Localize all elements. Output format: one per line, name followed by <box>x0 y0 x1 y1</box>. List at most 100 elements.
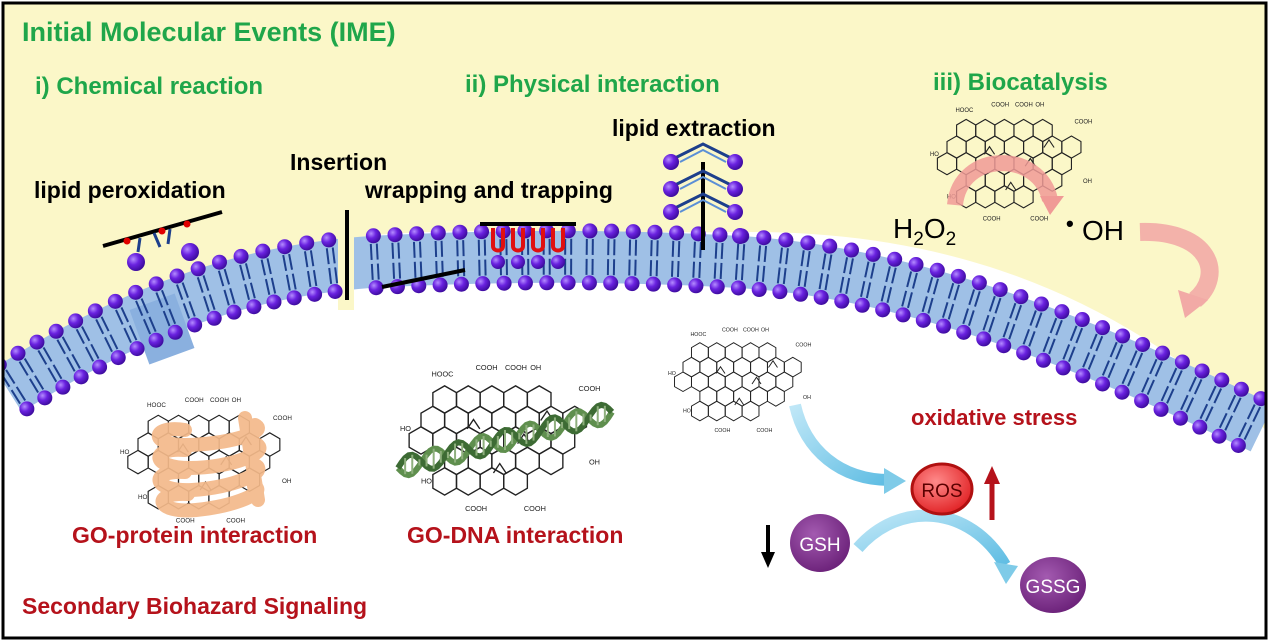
membrane-defect <box>129 293 195 365</box>
go-ring <box>741 400 760 422</box>
label-lipid-extraction: lipid extraction <box>612 115 776 141</box>
lipid-pair <box>1192 372 1230 435</box>
label-go-protein: GO-protein interaction <box>72 522 317 548</box>
ros-up-arrowhead <box>984 466 1000 484</box>
go-group-label: COOH <box>505 363 527 372</box>
lipid-pair <box>956 275 987 340</box>
label-oxidative-stress: oxidative stress <box>911 405 1077 430</box>
lipid-pair <box>233 248 262 315</box>
go-ring <box>503 466 529 496</box>
lipid-pair <box>1134 345 1171 409</box>
go-group-label: COOH <box>185 397 204 404</box>
go-group-label: COOH <box>1030 217 1048 223</box>
lipid-pair <box>709 227 728 295</box>
gssg-label: GSSG <box>1026 577 1081 598</box>
title: Initial Molecular Events (IME) <box>22 17 396 47</box>
lipid-pair <box>1035 304 1070 368</box>
lipid-pair <box>68 313 108 375</box>
lipid-pair <box>560 223 576 291</box>
go-group-label: COOH <box>757 428 773 434</box>
lipid-pair <box>645 224 663 292</box>
go-group-label: HO <box>668 371 676 377</box>
go-group-label: HOOC <box>147 402 166 409</box>
gsh-down-arrowhead <box>761 552 775 568</box>
lipid-pair <box>128 284 164 348</box>
gsh-to-gssg-arrowhead <box>994 562 1018 584</box>
lipid-pair <box>430 225 448 293</box>
extracted-lipid <box>663 169 743 197</box>
extracted-head <box>732 228 748 244</box>
lipid-pair <box>624 224 641 292</box>
lipid-pair <box>813 238 838 305</box>
lipid-pair <box>772 232 794 300</box>
lipid-pair <box>1172 363 1210 426</box>
lipid-pair <box>409 226 427 294</box>
go-to-ros-arrowhead <box>884 468 906 494</box>
lipid-pair <box>474 224 491 292</box>
lipid-pair <box>107 293 145 357</box>
oh-arrowhead <box>1178 290 1208 318</box>
go-group-label: HO <box>930 152 939 158</box>
extracted-lipid <box>663 192 743 220</box>
go-group-label: COOH <box>796 343 812 349</box>
footer-label: Secondary Biohazard Signaling <box>22 593 367 619</box>
go-group-label: HO <box>683 409 691 415</box>
go-group-label: COOH <box>1075 120 1093 126</box>
upper-background <box>3 3 1266 430</box>
dna-helix <box>395 401 615 479</box>
lipid-pair <box>854 246 881 313</box>
lipid-bilayer <box>3 223 1266 453</box>
lipid-pair <box>1114 336 1151 400</box>
go-group-label: COOH <box>465 504 487 513</box>
lipid-pair <box>1055 312 1090 376</box>
lipid-pair <box>751 230 772 298</box>
go-group-label: HO <box>421 477 432 486</box>
lipid-pair <box>936 268 966 334</box>
go-group-label: HOOC <box>432 369 455 378</box>
inserted-sheet <box>381 268 466 289</box>
go-group-label: OH <box>282 478 292 485</box>
wrapping-event <box>480 222 576 269</box>
lipid-pair <box>87 303 126 366</box>
lipid-pair <box>603 223 620 291</box>
go-group-label: OH <box>1035 103 1044 109</box>
go-group-label: COOH <box>983 217 1001 223</box>
h2o2-label: H2O2 <box>893 213 956 250</box>
lipid-pair <box>211 254 242 320</box>
lipid-pair <box>277 239 302 306</box>
go-group-label: COOH <box>1015 103 1033 109</box>
go-group-label: COOH <box>722 328 738 334</box>
lipid-pair <box>1095 328 1131 392</box>
label-go-dna: GO-DNA interaction <box>407 522 623 548</box>
gsh-node <box>790 514 850 572</box>
label-lipid-peroxidation: lipid peroxidation <box>34 177 226 203</box>
go-group-label: COOH <box>579 384 601 393</box>
lipid-pair <box>48 323 89 385</box>
go-group-label: HOOC <box>956 108 975 114</box>
lipid-pair <box>688 226 706 294</box>
go-group-label: COOH <box>524 504 546 513</box>
ros-label: ROS <box>921 481 962 502</box>
extraction-event <box>663 142 748 250</box>
lipid-pair <box>1153 354 1190 417</box>
hydroxyl-label: OH <box>1082 215 1124 246</box>
go-ring <box>766 386 785 407</box>
lipid-pair <box>834 242 859 309</box>
catalysis-arc-arrowhead <box>1040 196 1064 215</box>
lipid-pair <box>148 276 183 340</box>
go-group-label: HO <box>138 494 148 501</box>
protein-helix <box>151 411 267 518</box>
go-group-label: COOH <box>743 328 759 334</box>
category-biocatalysis: iii) Biocatalysis <box>933 69 1108 96</box>
lipid-pair <box>875 251 903 318</box>
go-group-label: COOH <box>991 103 1009 109</box>
gsh-to-gssg-arrow <box>853 509 1011 569</box>
lipid-pair <box>255 243 282 310</box>
lipid-pair <box>29 334 71 395</box>
extracted-lipid <box>663 142 743 170</box>
go-group-label: OH <box>1083 179 1092 185</box>
trapped-lipid <box>551 228 565 269</box>
radical-dot: • <box>1066 211 1074 236</box>
